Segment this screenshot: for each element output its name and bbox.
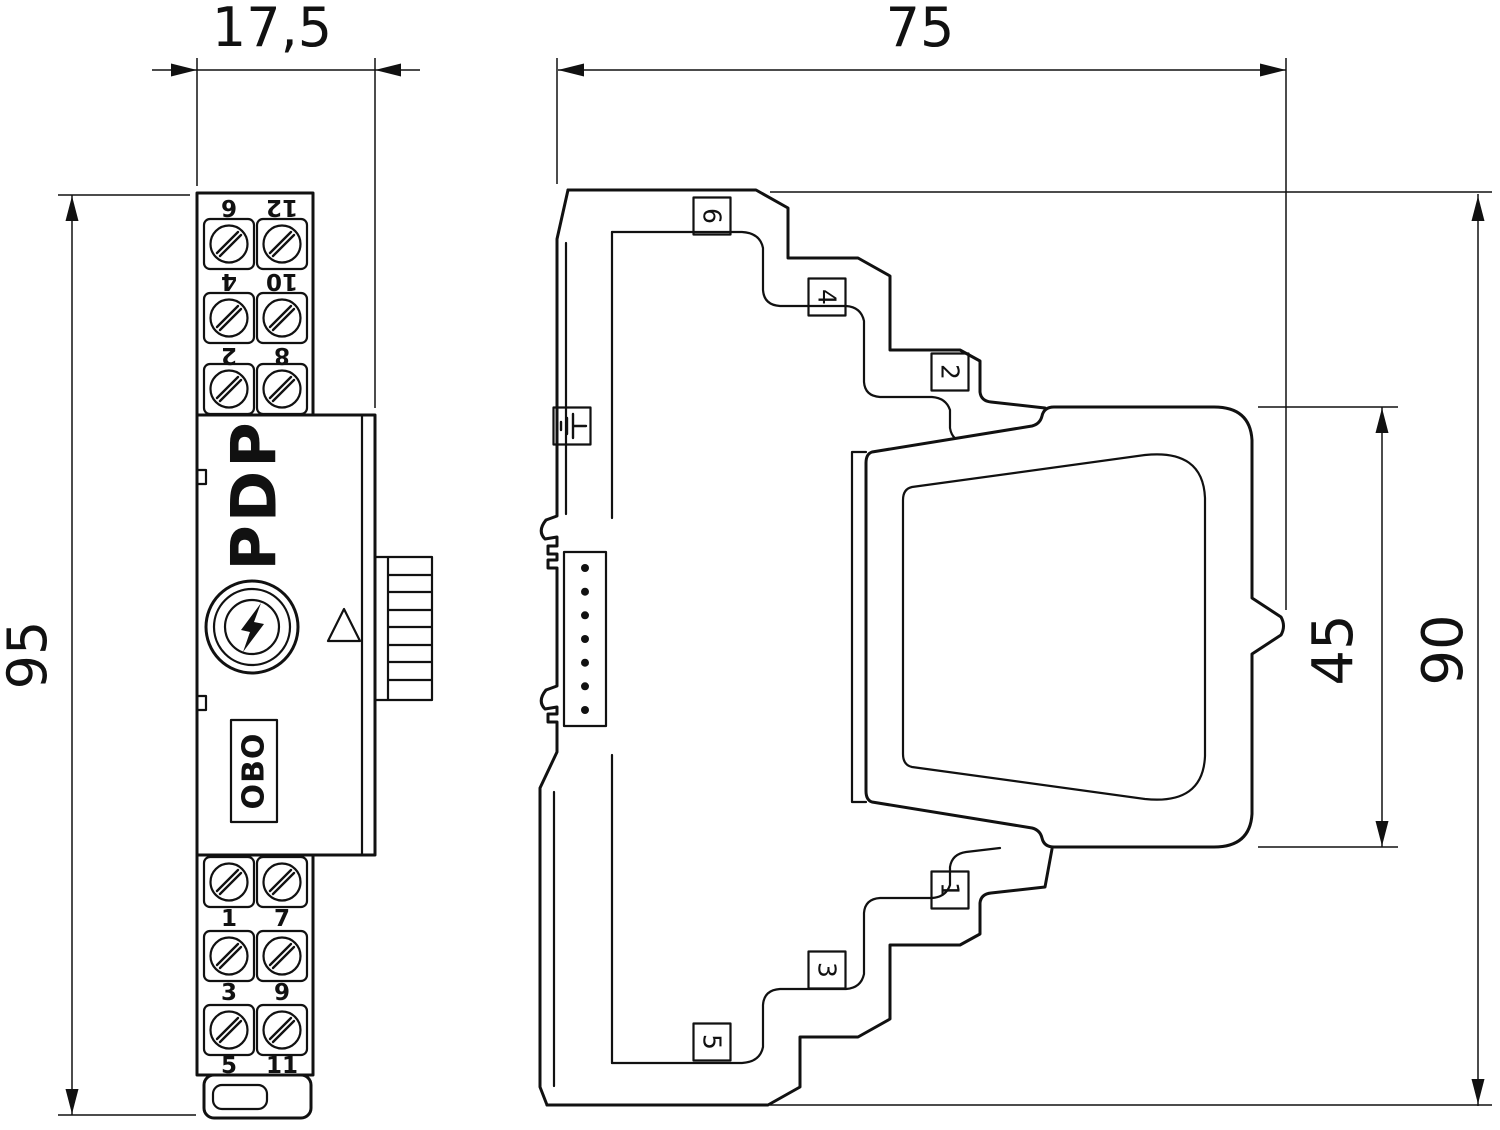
label-square: [930, 352, 970, 392]
pin: [581, 706, 589, 714]
label-square: [552, 406, 592, 446]
socket-face: [850, 450, 868, 804]
side-view: 6 4 2 1 3 5: [538, 188, 1285, 1107]
terminal-number: 6: [221, 194, 237, 220]
arrowhead: [1375, 408, 1389, 433]
terminal-screw: [202, 929, 256, 983]
connector-comb: [373, 555, 434, 702]
side-terminal-number: 5: [698, 1034, 727, 1050]
pin: [581, 564, 589, 572]
terminal-screw: [202, 217, 256, 271]
body-notch: [195, 694, 208, 712]
foot-outline: [202, 1073, 313, 1120]
terminal-screw: [255, 217, 309, 271]
side-terminal-number: 1: [936, 882, 965, 898]
dim-label-module-height: 45: [1301, 614, 1366, 685]
arrowhead: [171, 63, 197, 77]
dim-front-width: 17,5: [152, 0, 420, 408]
terminal-screw: [202, 855, 256, 909]
dim-side-height: 90: [770, 191, 1492, 1106]
arrowhead: [1471, 1079, 1485, 1104]
dim-label-front-width: 17,5: [212, 0, 332, 59]
terminal-number: 10: [266, 268, 298, 294]
pin-connector-outline: [562, 550, 608, 728]
arrowhead: [1375, 821, 1389, 846]
earth-ground-icon: [559, 412, 588, 440]
side-terminal-labels-top: 6 4 2: [692, 196, 970, 392]
terminal-number: 2: [221, 342, 237, 368]
terminal-number: 9: [274, 980, 290, 1006]
arrowhead: [1260, 63, 1286, 77]
module-body: PDP OBO: [195, 413, 434, 857]
side-terminal-number: 2: [936, 364, 965, 380]
terminal-screw: [255, 855, 309, 909]
back-plate-inner-lines: [552, 241, 568, 1088]
label-square: [807, 950, 847, 990]
plug-module: [864, 405, 1285, 849]
plug-module-inner-panel: [901, 453, 1207, 801]
terminal-number: 12: [266, 194, 298, 220]
pin-connector: [562, 550, 608, 728]
front-view: 6 12 4 10 2 8 PDP: [195, 191, 434, 1120]
brand-label: OBO: [237, 733, 272, 810]
terminal-number: 5: [221, 1053, 237, 1079]
brand-box: OBO: [229, 718, 279, 824]
terminal-number: 1: [221, 906, 237, 932]
ground-terminal: [552, 406, 592, 446]
dim-module-height: 45: [1258, 406, 1398, 848]
label-square: [807, 277, 847, 317]
label-square: [692, 196, 732, 236]
dim-label-side-height: 90: [1411, 614, 1476, 685]
pin: [581, 611, 589, 620]
arrowhead: [65, 1089, 79, 1114]
body-notch: [195, 468, 208, 486]
pin: [581, 587, 589, 596]
terminal-screw: [255, 1003, 309, 1057]
housing-bottom-outline: [545, 847, 1054, 1107]
mounting-foot: [202, 1073, 313, 1120]
side-terminal-labels-bottom: 1 3 5: [692, 870, 970, 1062]
dim-side-depth: 75: [556, 0, 1287, 610]
arrowhead: [375, 63, 401, 77]
arrowhead: [65, 196, 79, 221]
plug-module-outline: [864, 405, 1285, 849]
terminal-screw: [255, 291, 309, 345]
pin: [581, 658, 589, 667]
brand-box-outline: [229, 718, 279, 824]
dim-front-height: 95: [0, 194, 196, 1116]
label-square: [692, 1022, 732, 1062]
housing-inner-contour-bottom: [610, 846, 1002, 1065]
terminal-screw: [255, 929, 309, 983]
lightning-circle-icon: [204, 579, 300, 675]
pin: [581, 682, 589, 691]
terminal-number: 4: [221, 268, 237, 294]
dim-label-front-height: 95: [0, 621, 59, 690]
dim-label-side-depth: 75: [886, 0, 955, 59]
label-square: [930, 870, 970, 910]
housing-top-outline: [566, 188, 1047, 410]
housing-inner-contour-top: [610, 230, 1002, 449]
terminal-screw: [255, 362, 309, 416]
back-plate-outline: [538, 188, 570, 1107]
side-terminal-number: 3: [813, 962, 842, 978]
terminal-number: 7: [274, 906, 290, 932]
top-terminal-block: 6 12 4 10 2 8: [195, 191, 315, 417]
bottom-terminal-block: 1 7 3 9 5 11: [195, 853, 315, 1079]
terminal-screw: [202, 291, 256, 345]
terminal-number: 3: [221, 980, 237, 1006]
terminal-screw: [202, 1003, 256, 1057]
arrowhead: [1471, 196, 1485, 221]
terminal-number: 8: [274, 342, 290, 368]
side-terminal-number: 6: [698, 208, 727, 224]
side-terminal-number: 4: [813, 289, 842, 305]
pin: [581, 635, 589, 643]
terminal-screw: [202, 362, 256, 416]
foot-slot: [211, 1083, 269, 1111]
triangle-marker-icon: [326, 607, 362, 643]
arrowhead: [558, 63, 584, 77]
product-label: PDP: [218, 419, 291, 570]
